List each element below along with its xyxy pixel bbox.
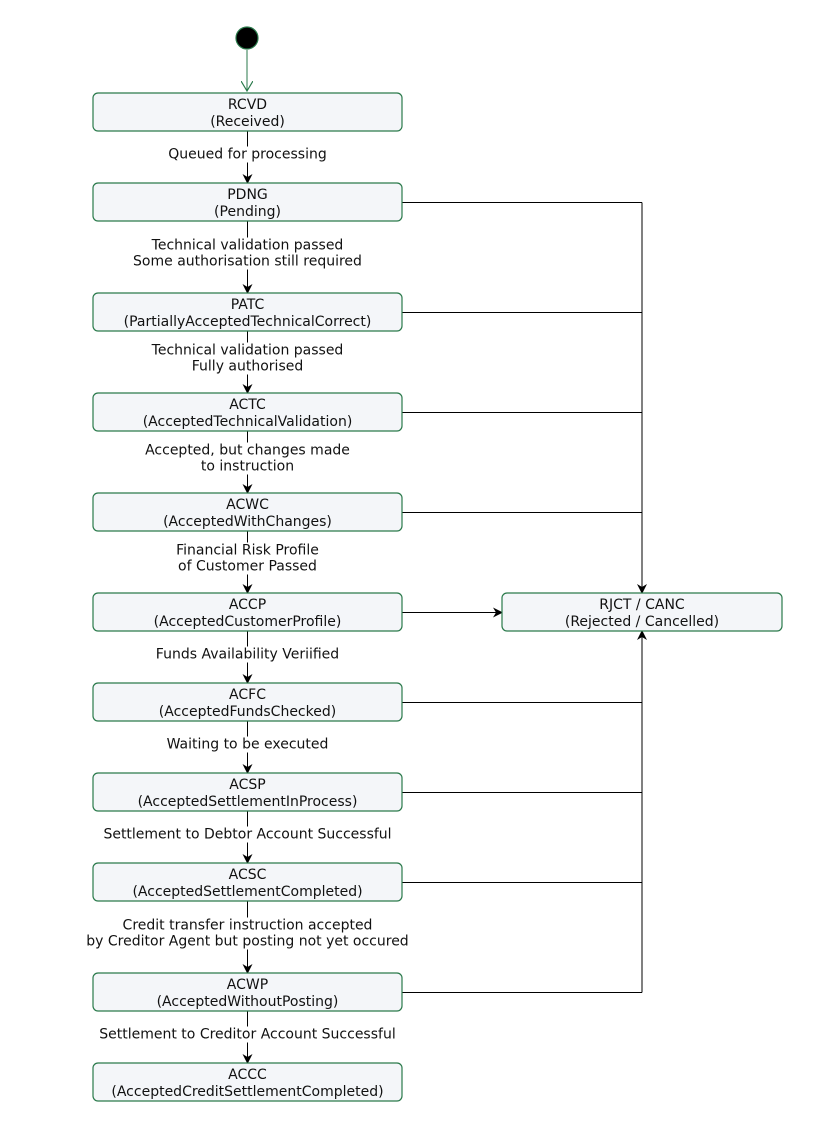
label-background	[177, 558, 318, 575]
state-code: ACFC	[229, 687, 266, 703]
state-description: (PartiallyAcceptedTechnicalCorrect)	[124, 314, 372, 330]
state-node-pdng: PDNG(Pending)	[92, 182, 403, 222]
state-description: (AcceptedCreditSettlementCompleted)	[111, 1084, 383, 1100]
state-code: PATC	[231, 297, 265, 313]
label-background	[154, 646, 341, 663]
state-description: (AcceptedSettlementCompleted)	[132, 884, 362, 900]
state-node-acwc: ACWC(AcceptedWithChanges)	[92, 492, 403, 532]
label-background	[98, 1026, 397, 1043]
state-description: (AcceptedTechnicalValidation)	[143, 414, 353, 430]
label-background	[190, 358, 305, 375]
state-node-acsp: ACSP(AcceptedSettlementInProcess)	[92, 772, 403, 812]
state-box	[501, 592, 783, 632]
transition-label-line: Credit transfer instruction accepted	[123, 918, 373, 934]
state-code: ACCP	[229, 597, 266, 613]
transition-label-line: Financial Risk Profile	[176, 543, 319, 559]
transition-label-rcvd-to-pdng: Queued for processing	[167, 146, 328, 163]
label-background	[165, 736, 330, 753]
state-description: (Received)	[210, 114, 285, 130]
state-code: ACCC	[228, 1067, 267, 1083]
state-box	[92, 1062, 403, 1102]
state-code: ACSC	[229, 867, 267, 883]
transition-label-acfc-to-acsp: Waiting to be executed	[165, 736, 330, 753]
transition-label-line: Some authorisation still required	[133, 254, 362, 270]
state-box	[92, 292, 403, 332]
state-node-acsc: ACSC(AcceptedSettlementCompleted)	[92, 862, 403, 902]
state-box	[92, 492, 403, 532]
label-background	[132, 253, 363, 270]
transition-label-line: Settlement to Debtor Account Successful	[103, 827, 391, 843]
transition-label-acsp-to-acsc: Settlement to Debtor Account Successful	[102, 826, 393, 843]
state-box	[92, 392, 403, 432]
label-background	[175, 542, 320, 559]
transition-label-acwp-to-accc: Settlement to Creditor Account Successfu…	[98, 1026, 397, 1043]
transition-label-line: Waiting to be executed	[167, 737, 329, 753]
state-code: ACSP	[229, 777, 265, 793]
transition-label-line: Queued for processing	[168, 147, 326, 163]
label-background	[102, 826, 393, 843]
label-background	[85, 933, 410, 950]
label-background	[149, 237, 345, 254]
state-code: RCVD	[228, 97, 267, 113]
state-node-actc: ACTC(AcceptedTechnicalValidation)	[92, 392, 403, 432]
state-description: (AcceptedWithChanges)	[163, 514, 332, 530]
state-node-acwp: ACWP(AcceptedWithoutPosting)	[92, 972, 403, 1012]
state-node-acfc: ACFC(AcceptedFundsChecked)	[92, 682, 403, 722]
state-node-rjct-canc: RJCT / CANC(Rejected / Cancelled)	[501, 592, 783, 632]
initial-state-node	[235, 26, 259, 50]
transition-label-line: by Creditor Agent but posting not yet oc…	[86, 934, 408, 950]
label-background	[144, 442, 351, 459]
state-description: (AcceptedWithoutPosting)	[157, 994, 339, 1010]
state-description: (Pending)	[214, 204, 281, 220]
state-code: ACWC	[226, 497, 269, 513]
label-background	[149, 342, 345, 359]
state-box	[92, 772, 403, 812]
state-box	[92, 182, 403, 222]
label-background	[167, 146, 328, 163]
transition-label-line: Technical validation passed	[151, 343, 344, 359]
state-box	[92, 592, 403, 632]
label-background	[121, 917, 374, 934]
edges-layer	[247, 50, 647, 1064]
state-code: ACTC	[229, 397, 266, 413]
state-box	[92, 92, 403, 132]
transition-label-line: Settlement to Creditor Account Successfu…	[99, 1027, 395, 1043]
state-description: (AcceptedCustomerProfile)	[154, 614, 342, 630]
state-node-accp: ACCP(AcceptedCustomerProfile)	[92, 592, 403, 632]
initial-state-dot	[235, 26, 259, 50]
state-description: (Rejected / Cancelled)	[565, 614, 719, 630]
transition-label-accp-to-acfc: Funds Availability Veriified	[154, 646, 341, 663]
state-code: ACWP	[227, 977, 268, 993]
transition-label-line: Accepted, but changes made	[145, 443, 350, 459]
label-background	[199, 458, 296, 475]
transition-label-line: of Customer Passed	[178, 559, 317, 575]
transition-label-line: Technical validation passed	[151, 238, 344, 254]
state-node-accc: ACCC(AcceptedCreditSettlementCompleted)	[92, 1062, 403, 1102]
nodes-layer: RCVD(Received) PDNG(Pending) PATC(Partiall…	[92, 26, 783, 1102]
state-code: PDNG	[227, 187, 268, 203]
state-box	[92, 682, 403, 722]
state-node-patc: PATC(PartiallyAcceptedTechnicalCorrect)	[92, 292, 403, 332]
transition-label-line: Funds Availability Veriified	[156, 647, 339, 663]
state-description: (AcceptedSettlementInProcess)	[138, 794, 358, 810]
state-box	[92, 972, 403, 1012]
state-node-rcvd: RCVD(Received)	[92, 92, 403, 132]
transition-label-line: Fully authorised	[192, 359, 304, 375]
transition-label-line: to instruction	[201, 459, 294, 475]
state-code: RJCT / CANC	[599, 597, 685, 613]
state-box	[92, 862, 403, 902]
state-description: (AcceptedFundsChecked)	[159, 704, 336, 720]
